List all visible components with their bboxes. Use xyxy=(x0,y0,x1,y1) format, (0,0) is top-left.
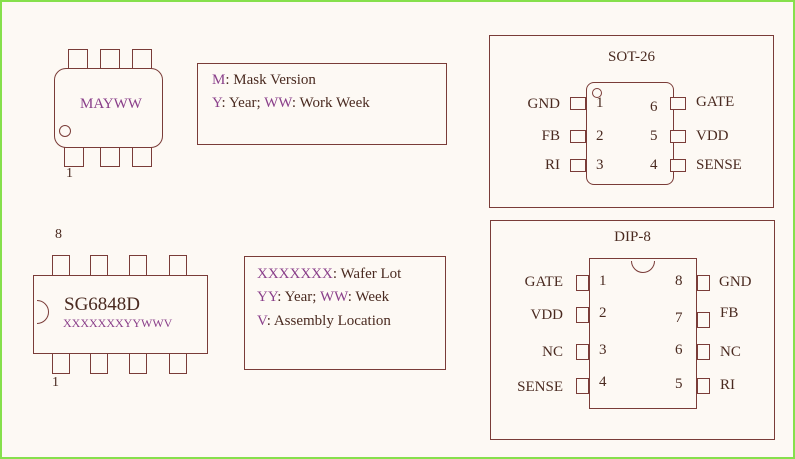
dip-marking-legend: XXXXXXX: Wafer Lot YY: Year; WW: Week V:… xyxy=(244,256,446,370)
legend-key: M xyxy=(212,72,226,88)
legend-key: WW xyxy=(264,95,292,111)
sot26-pin-5 xyxy=(670,130,686,143)
sot26-pin-number: 2 xyxy=(596,128,604,144)
legend-line-year-week: Y: Year; WW: Work Week xyxy=(212,95,370,112)
pin1-dot-icon xyxy=(59,125,71,137)
dip8-pin-name: NC xyxy=(720,344,741,360)
sot26-pin-name: FB xyxy=(541,128,560,144)
dip8-pin-number: 6 xyxy=(675,342,683,358)
dip-package-body xyxy=(33,275,208,354)
legend-key: WW xyxy=(319,289,348,305)
legend-text: : Year; xyxy=(277,289,320,305)
legend-line-mask-version: M: Mask Version xyxy=(212,72,316,89)
dip8-pin-8 xyxy=(697,275,710,291)
sot26-pin-name: GND xyxy=(527,96,561,112)
sot26-pin-3 xyxy=(570,159,586,172)
dip-part-number: SG6848D xyxy=(64,294,141,315)
sot26-title: SOT-26 xyxy=(608,49,655,65)
sot26-pin-name: VDD xyxy=(696,128,729,144)
sot26-pin-6 xyxy=(670,97,686,110)
legend-line-assembly-location: V: Assembly Location xyxy=(257,313,391,330)
sot-bottom-pin xyxy=(132,145,152,167)
sot26-pin-number: 4 xyxy=(650,157,658,173)
dip8-pin-number: 7 xyxy=(675,310,683,326)
sot-marking-text: MAYWW xyxy=(80,96,142,112)
sot26-pin-number: 6 xyxy=(650,99,658,115)
sot-bottom-pin xyxy=(100,145,120,167)
dip-bottom-pin xyxy=(129,352,147,374)
legend-text: : Year; xyxy=(221,95,265,111)
sot26-pin-name: SENSE xyxy=(696,157,742,173)
legend-key: V xyxy=(257,313,267,329)
sot26-pin-number: 5 xyxy=(650,128,658,144)
legend-text: : Assembly Location xyxy=(266,313,391,329)
sot26-pin-number: 3 xyxy=(596,157,604,173)
dip8-pin-number: 4 xyxy=(599,374,607,390)
dip8-pin-5 xyxy=(697,378,710,394)
dip-top-pin xyxy=(90,255,108,277)
dip8-pin-name: NC xyxy=(542,344,563,360)
dip8-pin-name: SENSE xyxy=(517,379,563,395)
dip8-pin-4 xyxy=(576,378,589,394)
sot-package-body xyxy=(54,68,163,148)
dip8-pin-name: RI xyxy=(720,377,735,393)
legend-key: YY xyxy=(257,289,278,305)
legend-key: XXXXXXX xyxy=(257,266,333,282)
sot-pin1-label: 1 xyxy=(66,166,73,181)
sot26-pinout-panel: SOT-26 1 2 3 GND FB RI 6 5 4 GATE VDD SE… xyxy=(489,35,774,208)
sot26-chip-body xyxy=(586,82,674,185)
dip-notch-icon xyxy=(631,261,655,273)
dip-pin8-label: 8 xyxy=(55,227,62,242)
dip8-chip-body xyxy=(589,258,697,409)
dip8-pin-name: GND xyxy=(719,274,752,290)
legend-text: : Work Week xyxy=(291,95,370,111)
legend-line-wafer-lot: XXXXXXX: Wafer Lot xyxy=(257,266,401,283)
dip8-pin-name: FB xyxy=(720,305,739,321)
dip-top-pin xyxy=(169,255,187,277)
sot26-pin-name: RI xyxy=(545,157,560,173)
legend-key: Y xyxy=(212,95,222,111)
sot26-pin-2 xyxy=(570,130,586,143)
sot26-pin-1 xyxy=(570,97,586,110)
dip-bottom-pin xyxy=(52,352,70,374)
dip8-pin-name: GATE xyxy=(524,274,563,290)
legend-line-year-week: YY: Year; WW: Week xyxy=(257,289,389,306)
dip8-pin-2 xyxy=(576,307,589,323)
sot26-pin-4 xyxy=(670,159,686,172)
sot26-pin-number: 1 xyxy=(596,95,604,111)
dip8-pin-1 xyxy=(576,275,589,291)
sot-marking-legend: M: Mask Version Y: Year; WW: Work Week xyxy=(197,63,447,145)
dip-bottom-pin xyxy=(90,352,108,374)
pin1-dot-icon xyxy=(592,88,602,98)
dip8-pin-name: VDD xyxy=(530,307,564,323)
dip8-pin-3 xyxy=(576,344,589,360)
dip-marking-text: XXXXXXXYYWWV xyxy=(63,316,173,330)
dip8-pin-number: 1 xyxy=(599,273,607,289)
dip8-pin-number: 2 xyxy=(599,305,607,321)
legend-text: : Week xyxy=(347,289,390,305)
dip8-title: DIP-8 xyxy=(614,229,651,245)
dip8-pin-number: 5 xyxy=(675,376,683,392)
dip-pin1-label: 1 xyxy=(52,375,59,390)
dip8-pin-6 xyxy=(697,344,710,360)
dip8-pinout-panel: DIP-8 1 2 3 4 GATE VDD NC SENSE 8 7 6 5 … xyxy=(490,220,775,440)
sot26-pin-name: GATE xyxy=(696,94,735,110)
legend-text: : Wafer Lot xyxy=(332,266,402,282)
dip-top-pin xyxy=(52,255,70,277)
dip-bottom-pin xyxy=(169,352,187,374)
dip8-pin-7 xyxy=(697,312,710,328)
legend-text: : Mask Version xyxy=(225,72,316,88)
dip8-pin-number: 8 xyxy=(675,273,683,289)
sot-bottom-pin xyxy=(64,145,84,167)
dip-top-pin xyxy=(129,255,147,277)
dip8-pin-number: 3 xyxy=(599,342,607,358)
